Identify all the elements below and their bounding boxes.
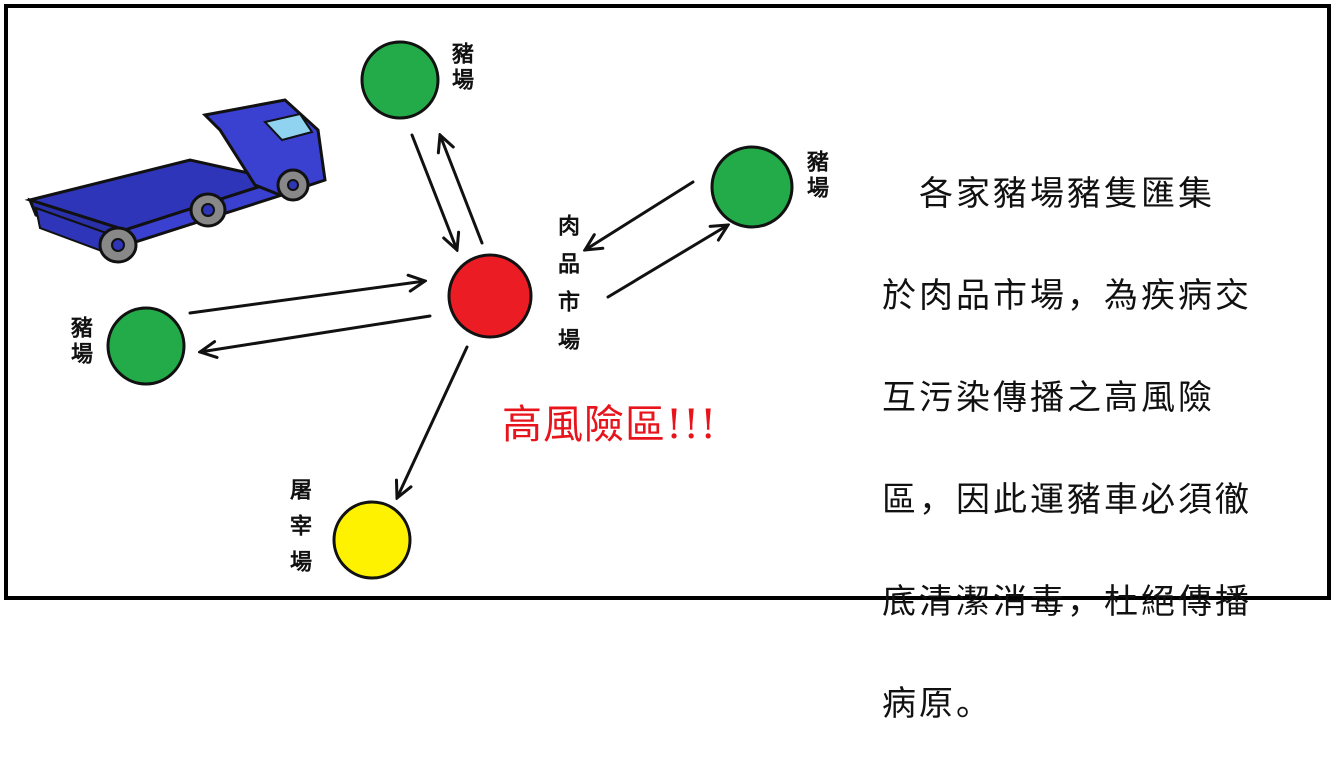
- arrow-top-farm-to-market: [410, 133, 457, 250]
- description-line: 互污染傳播之高風險: [882, 378, 1215, 418]
- arrow-right-farm-to-market: [585, 180, 695, 250]
- truck-icon: [24, 98, 327, 264]
- description-line: 區，因此運豬車必須徹: [882, 480, 1252, 520]
- arrow-left-farm-to-market: [188, 281, 425, 315]
- description-text: 各家豬場豬隻匯集 於肉品市場，為疾病交 互污染傳播之高風險 區，因此運豬車必須徹…: [882, 118, 1332, 781]
- market-node: [447, 253, 533, 339]
- slaughterhouse-node: [332, 500, 412, 580]
- slaughterhouse-label: 屠宰場: [286, 478, 312, 586]
- description-line: 各家豬場豬隻匯集: [882, 174, 1215, 214]
- arrows: [188, 133, 728, 498]
- market-label: 肉品市場: [554, 214, 580, 366]
- description-line: 於肉品市場，為疾病交: [882, 276, 1252, 316]
- arrow-market-to-slaughterhouse: [397, 345, 469, 498]
- high-risk-warning: 高風險區!!!: [502, 402, 718, 448]
- arrow-market-to-right-farm: [606, 225, 728, 299]
- farm-left-label: 豬場: [67, 316, 93, 368]
- description-line: 病原。: [882, 684, 993, 724]
- flow-diagram: [24, 40, 794, 580]
- description-line: 底清潔消毒，杜絕傳播: [882, 582, 1252, 622]
- farm-right-node: [710, 145, 794, 229]
- farm-top-node: [360, 40, 440, 120]
- farm-right-label: 豬場: [803, 150, 829, 202]
- arrow-market-to-top-farm: [440, 135, 484, 245]
- farm-top-label: 豬場: [448, 42, 474, 94]
- farm-left-node: [106, 306, 186, 386]
- arrow-market-to-left-farm: [200, 314, 432, 352]
- diagram-frame: [4, 4, 1331, 600]
